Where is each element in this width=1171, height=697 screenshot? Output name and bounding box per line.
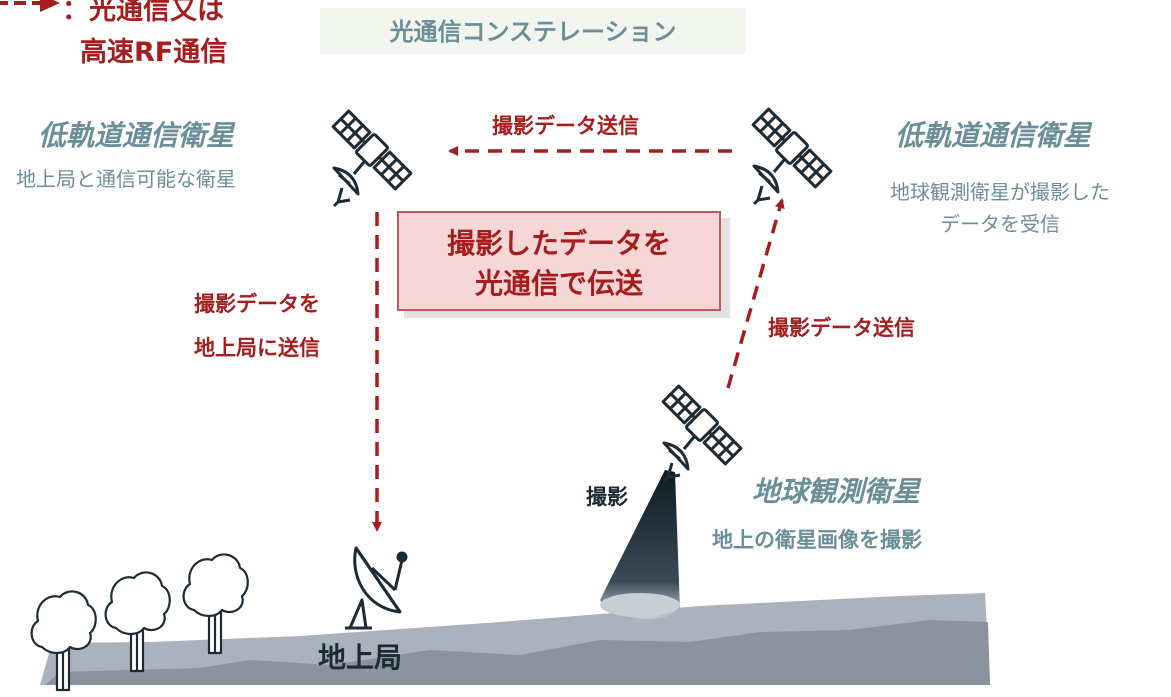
right-satellite-subtitle-line2: データを受信 xyxy=(940,212,1060,236)
satellite-icon xyxy=(660,383,744,483)
center-box xyxy=(397,211,721,311)
arrow-icon xyxy=(0,0,60,12)
uplink-arrow xyxy=(726,198,785,389)
satellite-icon xyxy=(330,108,414,208)
downlink-label-line2: 地上局に送信 xyxy=(194,336,320,360)
center-box-line1: 撮影したデータを xyxy=(446,227,671,260)
downlink-label-line1: 撮影データを xyxy=(194,292,320,316)
earth-obs-satellite-subtitle: 地上の衛星画像を撮影 xyxy=(712,528,922,552)
constellation-title: 光通信コンステレーション xyxy=(389,18,677,46)
imaging-footprint xyxy=(600,593,680,617)
title-background xyxy=(320,8,746,54)
left-satellite-title: 低軌道通信衛星 xyxy=(38,119,235,152)
imaging-beam xyxy=(600,470,680,619)
legend-line1: ：光通信又は xyxy=(62,0,224,26)
ground-terrain-dark xyxy=(45,620,990,685)
ground-station-dish-icon xyxy=(345,546,408,630)
satellite-icon xyxy=(750,106,834,206)
right-satellite-subtitle-line1: 地球観測衛星が撮影した xyxy=(890,180,1110,204)
earth-obs-satellite-title: 地球観測衛星 xyxy=(752,475,921,508)
right-satellite-title: 低軌道通信衛星 xyxy=(895,119,1092,152)
imaging-label: 撮影 xyxy=(586,485,628,509)
legend-line2: 高速RF通信 xyxy=(80,37,228,68)
ground-station-label: 地上局 xyxy=(318,641,403,674)
top-link-label: 撮影データ送信 xyxy=(492,114,639,138)
left-satellite-subtitle: 地上局と通信可能な衛星 xyxy=(16,167,236,191)
center-box-line2: 光通信で伝送 xyxy=(474,267,643,300)
tree-icon xyxy=(182,553,249,655)
uplink-label: 撮影データ送信 xyxy=(768,316,915,340)
